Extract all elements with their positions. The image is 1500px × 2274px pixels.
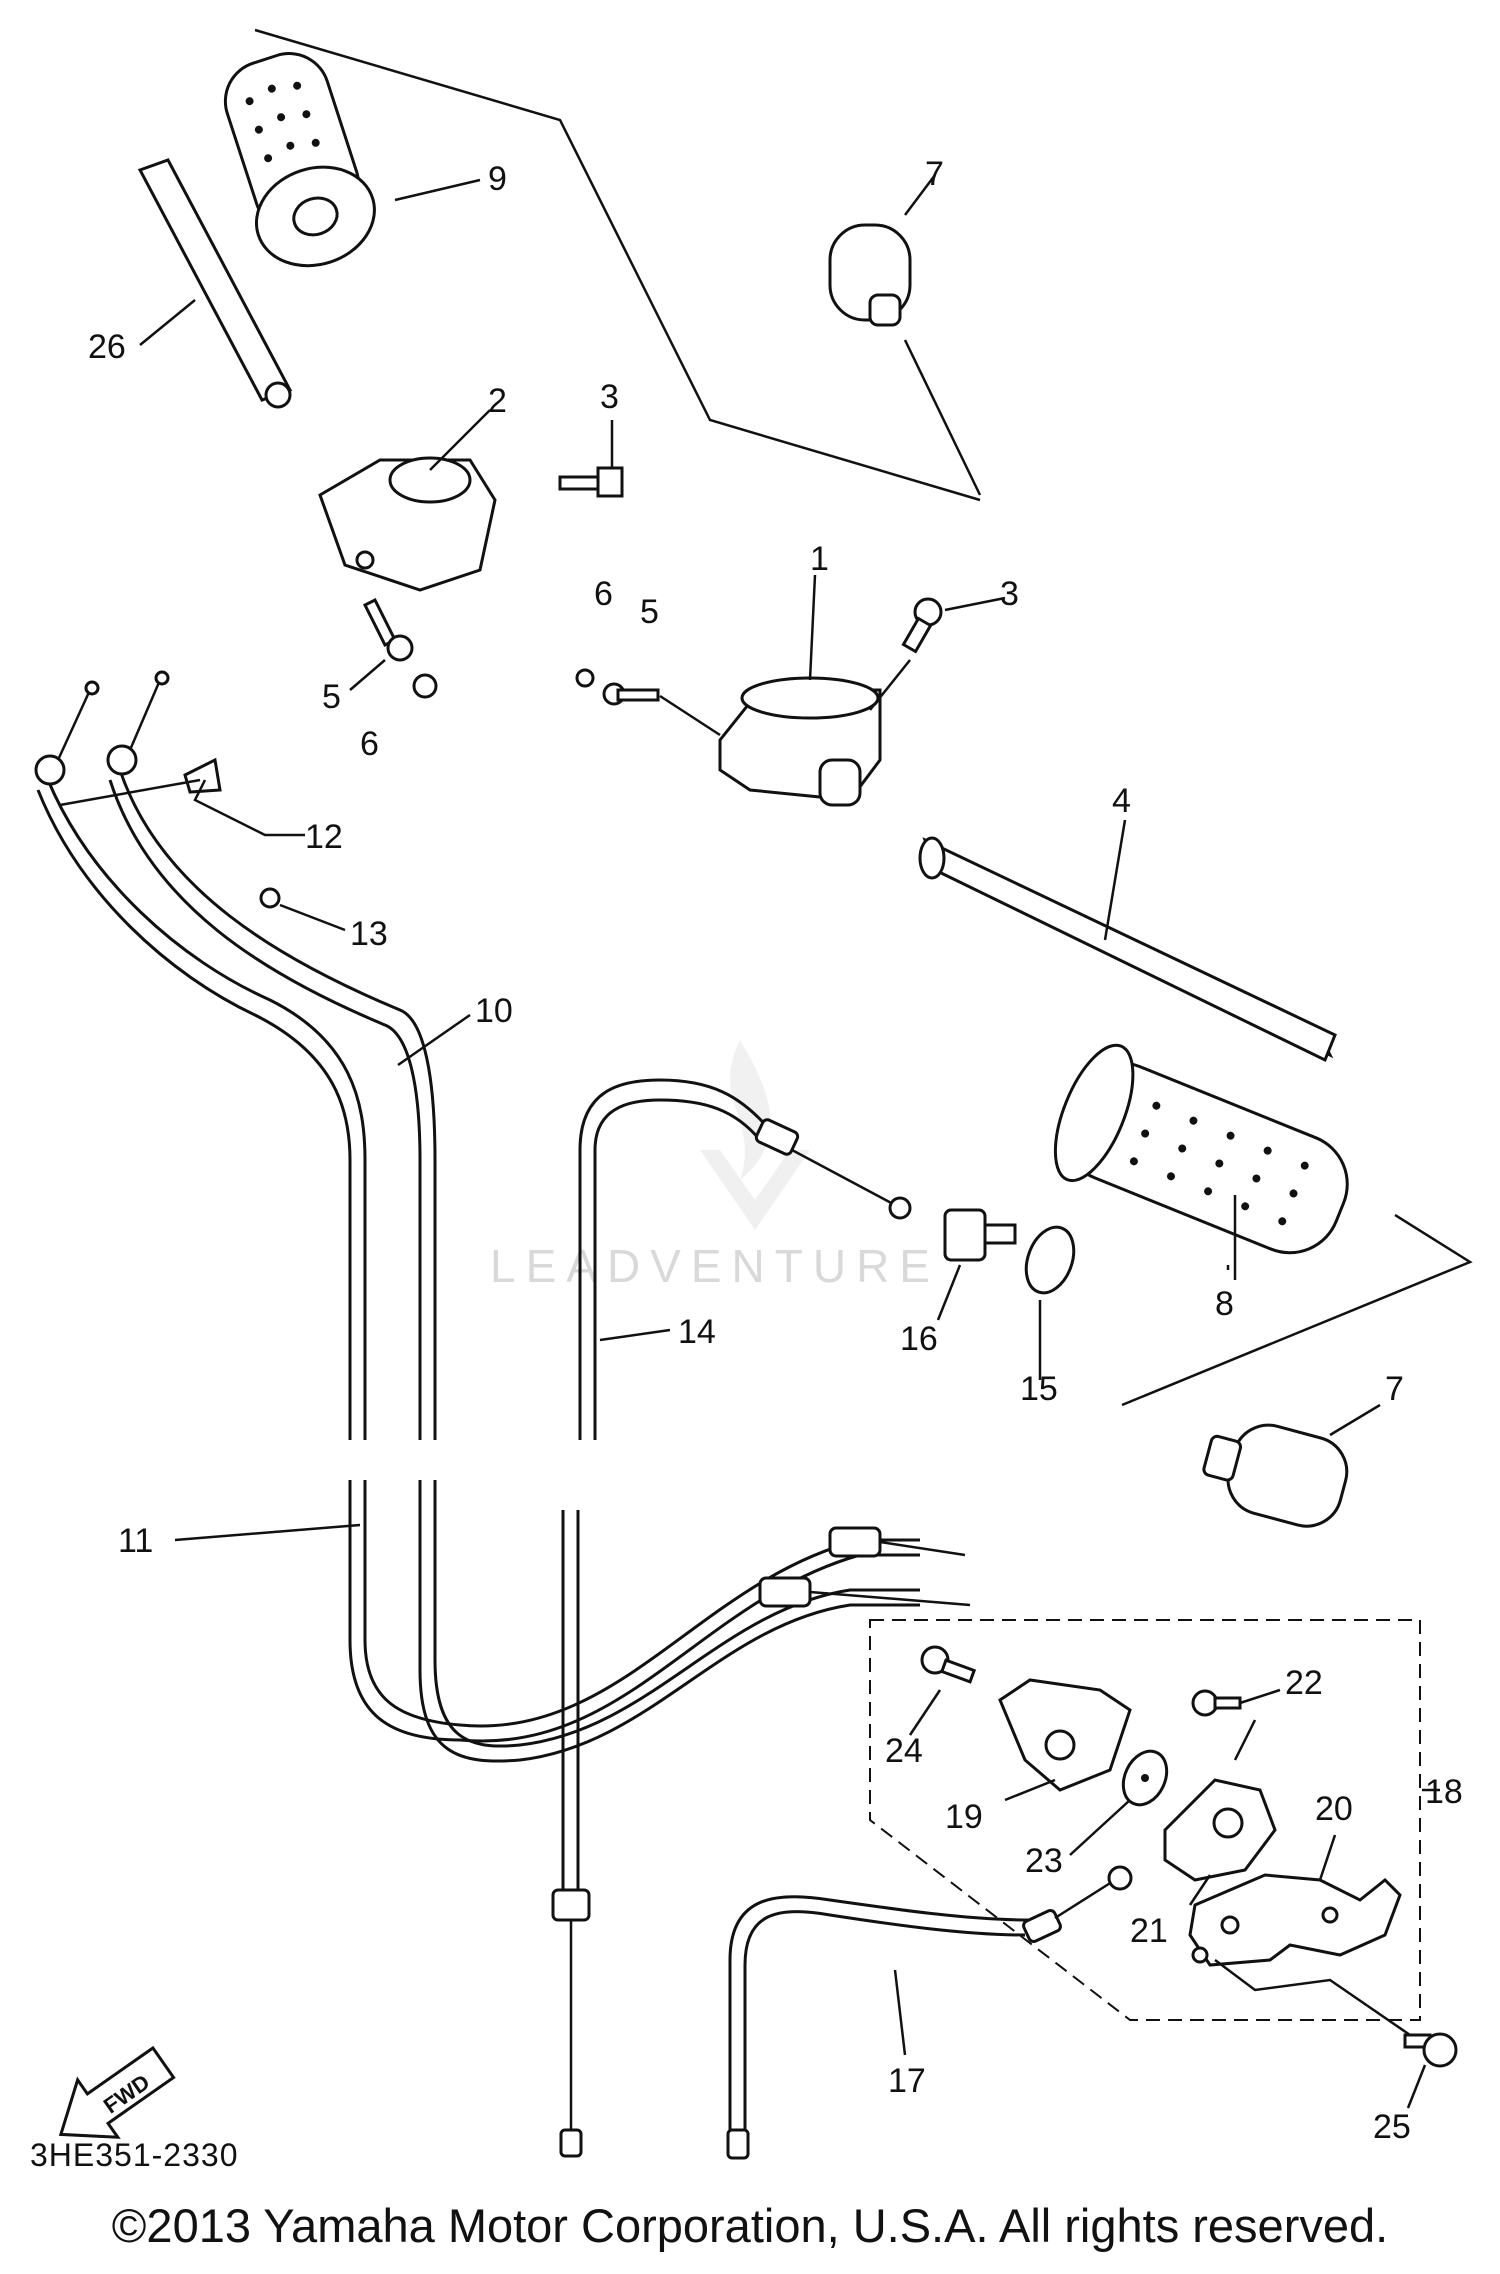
- cable-ends-top: [34, 670, 170, 786]
- choke-lever-19: [998, 1678, 1132, 1792]
- callout-16: 16: [900, 1320, 938, 1358]
- callout-12: 12: [305, 818, 343, 856]
- choke-cable-14: [551, 1078, 912, 2158]
- handlebar-26: [137, 158, 293, 409]
- callout-5-right: 5: [640, 593, 659, 631]
- callout-23: 23: [1025, 1842, 1063, 1880]
- callout-11: 11: [118, 1522, 153, 1560]
- copyright-notice: ©2013 Yamaha Motor Corporation, U.S.A. A…: [111, 2199, 1389, 2252]
- handlebar-4: [918, 836, 1337, 1063]
- callout-15: 15: [1020, 1370, 1058, 1408]
- watermark-text: LEADVENTURE: [490, 1240, 940, 1292]
- callout-22: 22: [1285, 1664, 1323, 1702]
- callout-2: 2: [488, 382, 507, 420]
- callout-26: 26: [88, 328, 126, 366]
- callout-3-right: 3: [1000, 575, 1019, 613]
- screw-3-left: [558, 466, 624, 498]
- callout-24: 24: [885, 1732, 923, 1770]
- throttle-housing-1: [718, 676, 882, 807]
- callout-1: 1: [810, 540, 829, 578]
- nut-6-right: [575, 668, 595, 688]
- callout-4: 4: [1112, 782, 1131, 820]
- bar-end-7-right: [1202, 1423, 1349, 1528]
- throttle-cable-11: [348, 1480, 920, 1763]
- gear-16: [943, 1208, 1017, 1262]
- grip-8-right: [1053, 1043, 1349, 1255]
- bracket-21: [1163, 1778, 1277, 1882]
- nut-6-left: [412, 673, 438, 699]
- fwd-arrow-icon: FWD: [58, 2045, 176, 2139]
- callout-20: 20: [1315, 1790, 1353, 1828]
- callout-3-left: 3: [600, 378, 619, 416]
- throttle-grip-9: [223, 52, 376, 268]
- choke-cable-17: [726, 1865, 1133, 2160]
- throttle-cable-10: [36, 769, 437, 1440]
- callout-6-left: 6: [360, 725, 379, 763]
- screw-5-right: [602, 682, 660, 706]
- callout-5-left: 5: [322, 678, 341, 716]
- reference-code: 3HE351-2330: [30, 2137, 239, 2173]
- callout-10: 10: [475, 992, 513, 1030]
- screw-13: [259, 887, 281, 909]
- screw-22: [1191, 1689, 1242, 1717]
- callout-21: 21: [1130, 1912, 1168, 1950]
- screw-24: [920, 1645, 977, 1684]
- screw-5-left: [362, 597, 414, 662]
- callout-8: 8: [1215, 1285, 1234, 1323]
- bracket-20: [1188, 1873, 1402, 1967]
- screw-3-right: [901, 597, 943, 654]
- callout-9: 9: [488, 160, 507, 198]
- top-dash-line: [254, 28, 981, 502]
- callout-7-right: 7: [1385, 1370, 1404, 1408]
- callout-labels: 1 2 3 3 4 5 5 6 6 7 7 8 9 10 11 12 13 14…: [88, 155, 1463, 2146]
- washer-23: [1121, 1749, 1169, 1807]
- callout-7-top: 7: [925, 155, 944, 193]
- callout-13: 13: [350, 915, 388, 953]
- cable-ends-bottom: [758, 1526, 971, 1608]
- callout-6-right: 6: [594, 575, 613, 613]
- callout-18: 18: [1425, 1773, 1463, 1811]
- callout-25: 25: [1373, 2108, 1411, 2146]
- collar-15: [1024, 1225, 1076, 1295]
- cable-guide-12: [183, 757, 222, 794]
- bar-end-7-top: [828, 223, 912, 327]
- callout-17: 17: [888, 2062, 926, 2100]
- screw-25: [1403, 2032, 1458, 2068]
- callout-14: 14: [678, 1313, 716, 1351]
- callout-19: 19: [945, 1798, 983, 1836]
- switch-housing-2: [318, 456, 497, 592]
